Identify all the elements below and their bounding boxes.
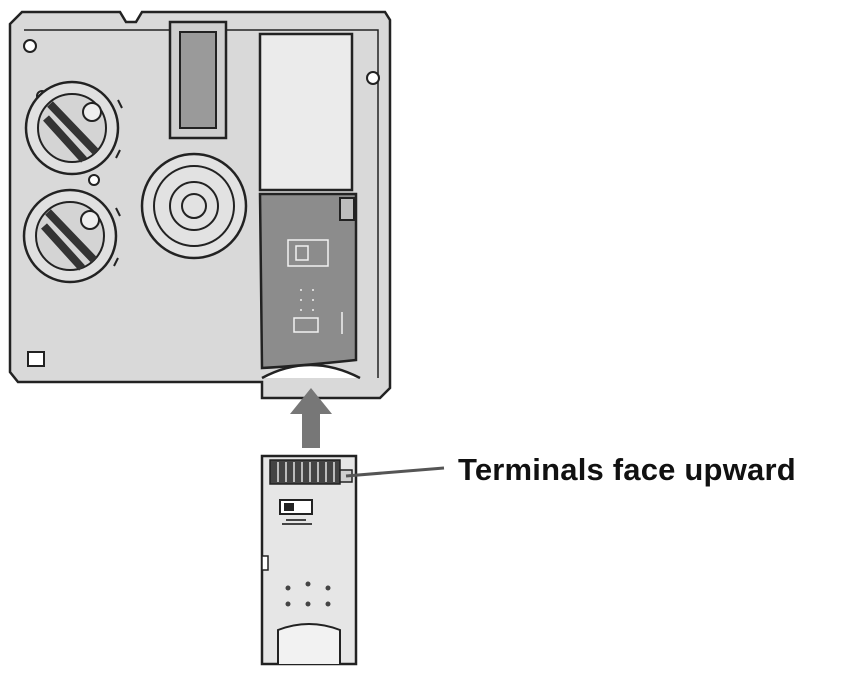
corner-hole-right [366,71,380,85]
upper-reel-gear [24,80,123,176]
top-window [179,31,217,129]
terminals-callout-label: Terminals face upward [458,452,796,487]
corner-hole-left [23,39,37,53]
center-hub [140,152,248,260]
callout-leader-line [345,466,445,478]
card-slot [258,192,361,380]
small-hole-middle [88,174,100,186]
small-square-marker [27,351,45,367]
memory-stick-terminals [269,459,341,485]
lower-reel-gear [22,188,121,284]
insertion-arrow [290,388,332,448]
adapter-inner-edge [24,29,379,378]
label-area [258,32,354,192]
memory-stick [260,454,358,666]
